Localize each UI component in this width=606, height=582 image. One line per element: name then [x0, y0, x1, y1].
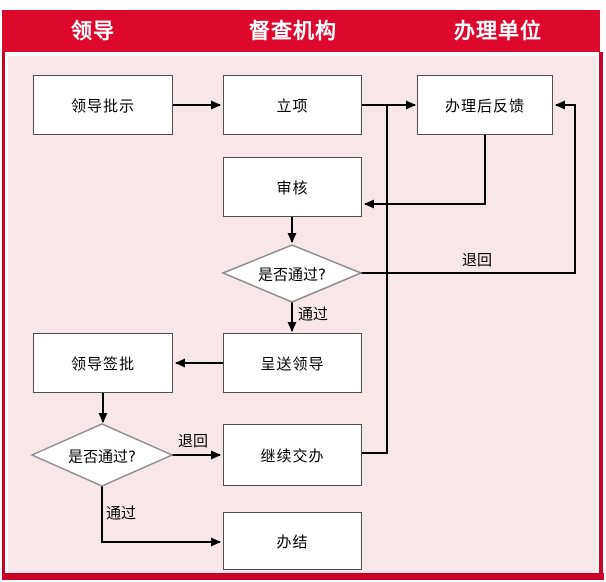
edge-label-pass-top: 通过 — [298, 305, 329, 323]
lane-title-leader: 领导 — [71, 19, 115, 43]
edge-decision2-pass-to-complete — [101, 486, 221, 547]
frame-right-strip — [599, 52, 603, 580]
node-review: 审核 — [223, 157, 362, 217]
node-continue-assign: 继续交办 — [223, 424, 362, 486]
edge-feedback-to-review — [364, 135, 486, 209]
swimlane-header-bar: 领导 督查机构 办理单位 — [2, 10, 600, 52]
node-submit-leader: 呈送领导 — [223, 333, 362, 393]
node-post-feedback: 办理后反馈 — [417, 75, 553, 135]
frame-left-strip — [2, 52, 5, 573]
node-leader-sign: 领导签批 — [33, 333, 173, 393]
lane-title-supervision: 督查机构 — [249, 19, 337, 43]
edge-label-pass-bottom: 通过 — [106, 504, 137, 522]
decision-diamond-review — [221, 244, 363, 303]
edge-decision-return-to-feedback — [361, 100, 576, 274]
edge-continue-to-feedback — [362, 105, 388, 454]
node-complete: 办结 — [223, 512, 362, 570]
label-decision-review: 是否通过? — [258, 265, 326, 284]
decision-diamond-sign — [30, 423, 174, 487]
label-decision-sign: 是否通过? — [68, 447, 136, 466]
diagram-background — [8, 56, 597, 573]
node-project-setup: 立项 — [223, 75, 362, 135]
edge-label-return-bottom: 退回 — [178, 432, 209, 450]
lane-title-handler: 办理单位 — [454, 19, 542, 43]
node-leader-instruction: 领导批示 — [33, 75, 173, 135]
edge-label-return-top: 退回 — [462, 251, 493, 269]
frame-bottom-strip — [2, 573, 604, 580]
